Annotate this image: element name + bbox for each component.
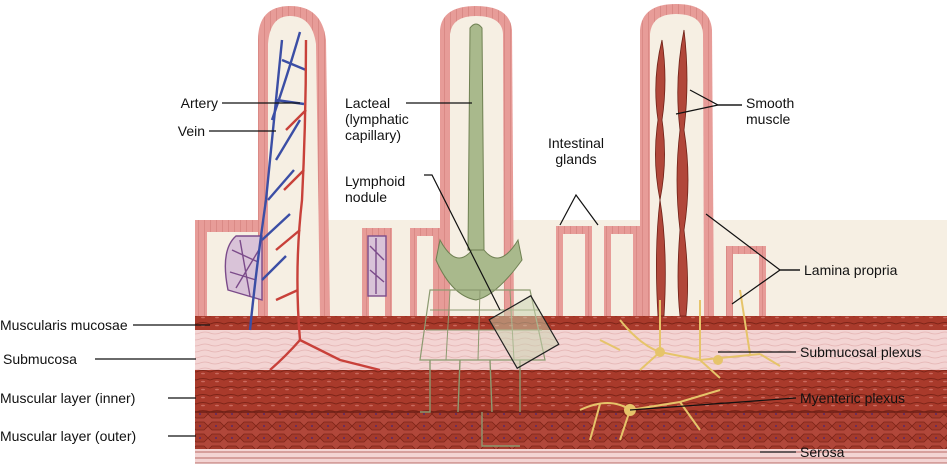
label-submucosa: Submucosa (3, 351, 77, 367)
villus-right (640, 4, 714, 316)
submucosal-plexus-nerves (599, 289, 781, 379)
artery-vessel (269, 39, 381, 372)
label-muscular-layer-outer: Muscular layer (outer) (0, 428, 137, 444)
leader-lines (95, 89, 800, 453)
label-muscularis-mucosae: Muscularis mucosae (0, 317, 128, 333)
label-lymphoid-nodule: Lymphoid nodule (345, 173, 406, 205)
serosa-layer (195, 449, 947, 464)
label-vein: Vein (177, 123, 205, 139)
muscularis-mucosae-layer (195, 316, 947, 330)
label-artery: Artery (180, 95, 218, 111)
muscular-layer-inner (195, 370, 947, 412)
smooth-muscle-fibers (655, 29, 689, 317)
capillary-network (224, 235, 387, 301)
lymphoid-nodule (488, 294, 560, 370)
lacteal-vessel (419, 23, 546, 447)
label-lacteal: Lacteal (lymphatic capillary) (345, 95, 409, 143)
label-serosa: Serosa (800, 444, 845, 460)
label-myenteric-plexus: Myenteric plexus (800, 390, 906, 406)
muscular-layer-outer (195, 412, 947, 449)
label-muscular-layer-inner: Muscular layer (inner) (0, 390, 136, 406)
label-intestinal-glands: Intestinal glands (548, 135, 605, 167)
label-smooth-muscle: Smooth muscle (746, 95, 795, 127)
label-lamina-propria: Lamina propria (804, 262, 898, 278)
label-submucosal-plexus: Submucosal plexus (800, 344, 922, 360)
